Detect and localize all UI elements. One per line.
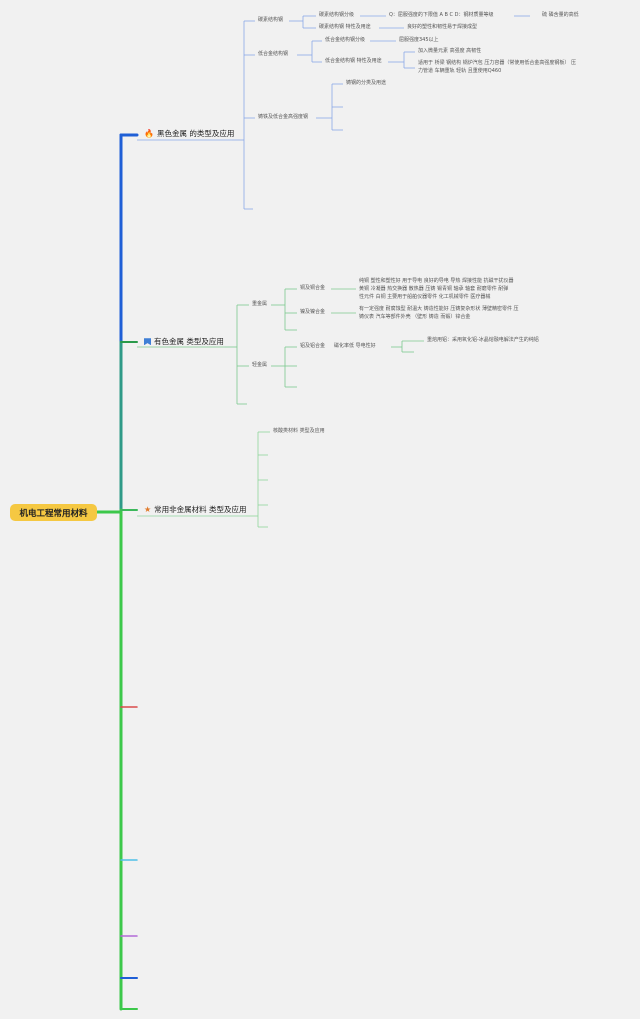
main-topic-ferrous-label: 黑色金属 的类型及应用 xyxy=(156,129,235,139)
topic-polymer[interactable]: 核酸类材料 类型及应用 xyxy=(273,428,325,434)
topic-carbon-props[interactable]: 碳素结构钢 特性及用途 xyxy=(319,24,371,30)
topic-carbon-grade-detail[interactable]: Q：屈服强度的下限值 A B C D：钢材质量等级 xyxy=(389,12,494,18)
topic-light-metal[interactable]: 轻金属 xyxy=(252,362,268,368)
topic-lowalloy-props-line3[interactable]: 力管道 车辆重轨 轻轨 且重使用Q460 xyxy=(418,68,502,74)
star-icon: ★ xyxy=(144,505,152,514)
topic-carbon-props-detail[interactable]: 良好的塑性和韧性易于焊接成型 xyxy=(407,24,478,30)
main-topic-nonferrous[interactable]: 有色金属 类型及应用 xyxy=(144,338,224,346)
topic-nickel-line1[interactable]: 有一定强度 耐腐蚀型 耐温大 铸造性能好 压铸复杂形状 薄壁精密零件 压 xyxy=(359,306,519,312)
root-label: 机电工程常用材料 xyxy=(19,508,88,519)
topic-nickel-line2[interactable]: 铸仪表 汽车等部件外壳 （壁形 铸造 而锻）锌合金 xyxy=(359,314,471,320)
topic-carbon-steel[interactable]: 碳素结构钢 xyxy=(258,17,284,23)
root-topic[interactable]: 机电工程常用材料 xyxy=(10,504,97,521)
main-topic-nonferrous-label: 有色金属 类型及应用 xyxy=(154,337,224,346)
topic-copper-line1[interactable]: 纯铜 塑性和塑性好 用于导电 良好的导电 导热 焊接性能 抗磁干扰仪器 xyxy=(359,278,514,284)
topic-lowalloy-steel[interactable]: 低合金结构钢 xyxy=(258,51,289,57)
topic-lowalloy-props[interactable]: 低合金结构钢 特性及用途 xyxy=(325,58,382,64)
flag-icon xyxy=(144,338,151,346)
topic-lowalloy-props-line2[interactable]: 适用于 桥梁 钢结构 锅炉汽包 压力容器（常使用低合金高强度钢板） 压 xyxy=(418,60,576,66)
topic-carbon-grade-note[interactable]: 硫 磷含量的高低 xyxy=(542,12,579,18)
topic-carbon-grade[interactable]: 碳素结构钢分级 xyxy=(319,12,355,18)
topic-copper[interactable]: 铜及铜合金 xyxy=(300,285,326,291)
topic-lowalloy-props-line1[interactable]: 加入微量元素 高强度 高韧性 xyxy=(418,48,482,54)
topic-aluminum-detail[interactable]: 重熔用铝：采用氧化铝-冰晶熔融电解法产生的纯铝 xyxy=(427,337,539,343)
topic-copper-line3[interactable]: 性元件 白铜 主要用于船舶仪器零件 化工机械零件 医疗器械 xyxy=(359,294,491,300)
topic-cast-iron[interactable]: 铸铁及低合金高强度钢 xyxy=(258,114,309,120)
topic-copper-line2[interactable]: 黄铜 冷凝器 热交换器 散热器 压铸 锡青铜 轴承 轴套 耐磨零件 耐弹 xyxy=(359,286,509,292)
topic-aluminum[interactable]: 铝及铝合金 xyxy=(300,343,326,349)
fire-icon: 🔥 xyxy=(144,129,154,138)
topic-lowalloy-grade[interactable]: 低合金结构钢分级 xyxy=(325,37,366,43)
topic-nickel[interactable]: 镍及镍合金 xyxy=(300,309,326,315)
main-topic-ferrous[interactable]: 🔥 黑色金属 的类型及应用 xyxy=(144,130,234,138)
topic-aluminum-props[interactable]: 磁化率低 导电性好 xyxy=(334,343,376,349)
main-topic-nonmetal-label: 常用非金属材料 类型及应用 xyxy=(154,505,247,515)
topic-cast-steel[interactable]: 铸钢的分类及用途 xyxy=(346,80,387,86)
main-topic-nonmetal[interactable]: ★ 常用非金属材料 类型及应用 xyxy=(144,506,247,514)
topic-lowalloy-grade-detail[interactable]: 屈服强度345以上 xyxy=(399,37,439,43)
topic-heavy-metal[interactable]: 重金属 xyxy=(252,301,268,307)
